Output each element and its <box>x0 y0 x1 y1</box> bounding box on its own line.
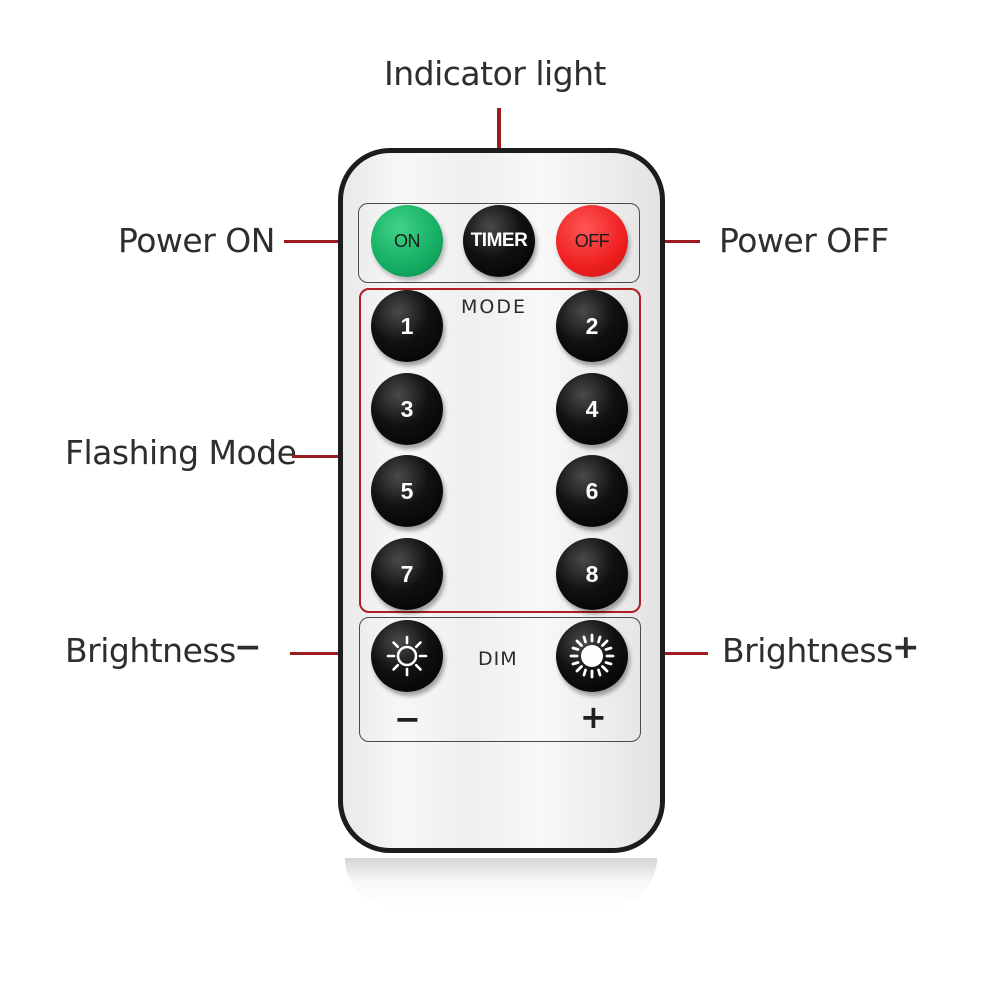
mode-button-7[interactable]: 7 <box>371 538 443 610</box>
brightness-down-leader <box>290 652 370 655</box>
dim-panel <box>359 617 641 742</box>
mode-button-1-label: 1 <box>400 312 414 339</box>
off-button[interactable]: OFF <box>556 205 628 277</box>
mode-button-6-label: 6 <box>585 477 599 504</box>
mode-button-5-label: 5 <box>400 477 414 504</box>
mode-button-8[interactable]: 8 <box>556 538 628 610</box>
mode-button-1[interactable]: 1 <box>371 290 443 362</box>
sun-filled-icon <box>569 633 615 679</box>
indicator-light-label: Indicator light <box>384 54 606 93</box>
mode-button-3[interactable]: 3 <box>371 373 443 445</box>
brightness-down-label: Brightness <box>65 631 236 670</box>
sun-outline-icon <box>386 635 428 677</box>
mode-button-4-label: 4 <box>585 395 599 422</box>
flashing-mode-label: Flashing Mode <box>65 433 297 472</box>
flashing-mode-leader <box>292 455 360 458</box>
mode-button-4[interactable]: 4 <box>556 373 628 445</box>
brightness-up-button[interactable] <box>556 620 628 692</box>
dim-plus-symbol: + <box>580 698 607 736</box>
power-off-label: Power OFF <box>719 221 889 260</box>
mode-button-3-label: 3 <box>400 395 414 422</box>
mode-button-7-label: 7 <box>400 560 414 587</box>
timer-button-label: TIMER <box>470 230 528 251</box>
indicator-light-leader <box>497 108 501 150</box>
power-on-label: Power ON <box>118 221 275 260</box>
power-on-leader <box>284 240 372 243</box>
brightness-down-sign: − <box>234 627 262 666</box>
timer-button[interactable]: TIMER <box>463 205 535 277</box>
off-button-label: OFF <box>574 230 610 251</box>
mode-button-2-label: 2 <box>585 312 599 339</box>
mode-button-5[interactable]: 5 <box>371 455 443 527</box>
mode-button-8-label: 8 <box>585 560 599 587</box>
brightness-up-label: Brightness <box>722 631 893 670</box>
brightness-up-leader <box>640 652 708 655</box>
mode-button-6[interactable]: 6 <box>556 455 628 527</box>
brightness-down-button[interactable] <box>371 620 443 692</box>
dim-label: DIM <box>478 648 518 670</box>
power-panel <box>358 203 640 283</box>
mode-label: MODE <box>461 296 527 318</box>
dim-minus-symbol: − <box>394 700 421 738</box>
on-button-label: ON <box>394 230 421 251</box>
mode-button-2[interactable]: 2 <box>556 290 628 362</box>
brightness-up-sign: + <box>892 627 920 666</box>
mode-panel <box>359 288 641 613</box>
remote-reflection <box>345 858 657 908</box>
on-button[interactable]: ON <box>371 205 443 277</box>
